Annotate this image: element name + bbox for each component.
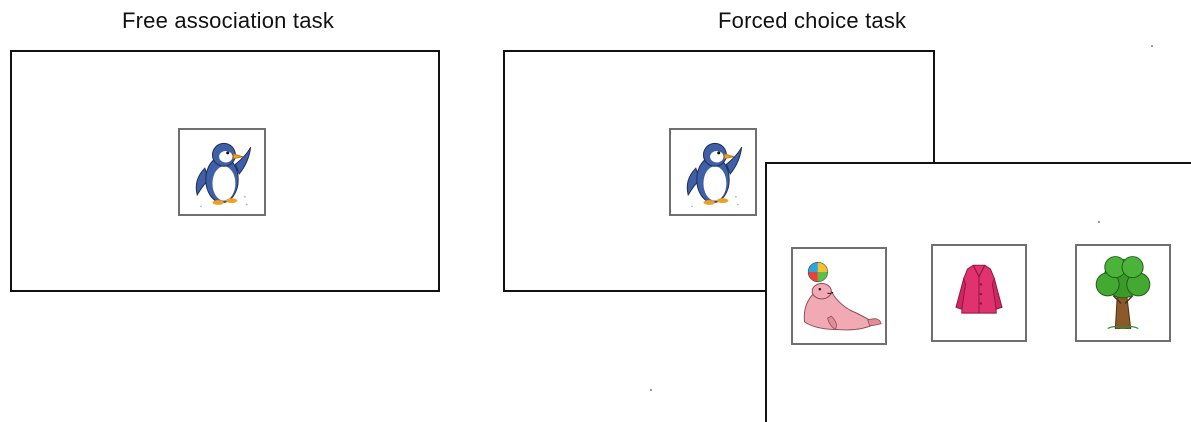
tree-icon [1095,256,1151,330]
speck-dot [650,389,652,391]
seal-icon [803,261,882,331]
coat-card [931,244,1027,342]
penguin-icon [195,142,252,208]
forced-choice-title: Forced choice task [718,8,907,33]
penguin-icon [686,142,743,208]
free-association-title: Free association task [122,8,335,33]
penguin-card [669,128,757,216]
forced-choice-options-screen [765,162,1191,422]
speck-dot [1098,221,1100,223]
coat-icon [955,264,1003,314]
tree-card [1075,244,1171,342]
penguin-card [178,128,266,216]
speck-dot [1151,45,1153,47]
seal-card [791,247,887,345]
free-association-screen [10,50,440,292]
